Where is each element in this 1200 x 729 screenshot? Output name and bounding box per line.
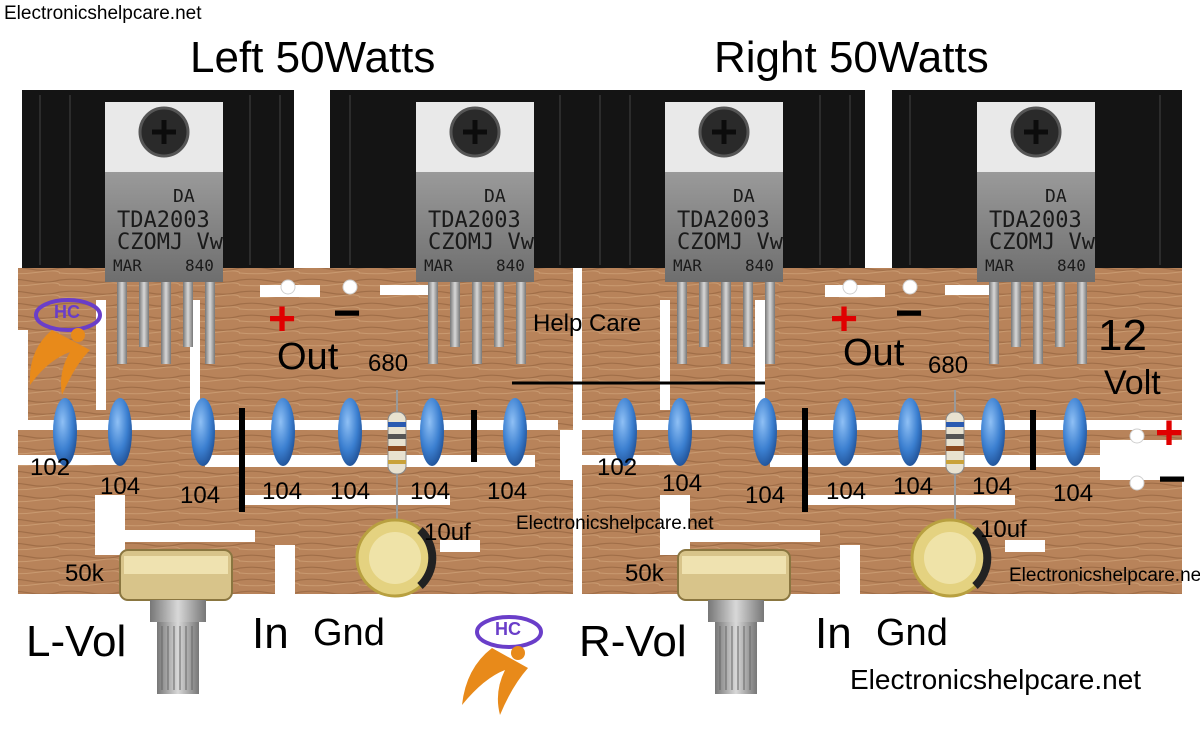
ic-marking-text: CZOMJ Vw — [428, 230, 534, 255]
left-volume-label: L-Vol — [26, 617, 127, 666]
ic-marking-text: CZOMJ Vw — [117, 230, 223, 255]
right-ground-label: Gnd — [876, 612, 948, 654]
ic-chips — [105, 102, 1095, 364]
ceramic-capacitor — [981, 398, 1005, 466]
solder-pads — [280, 279, 1145, 491]
left-potentiometer — [119, 549, 233, 694]
right-input-label: In — [815, 609, 852, 658]
left-c104-e-label: 104 — [410, 478, 451, 505]
left-c104-a-label: 104 — [100, 473, 141, 500]
supply-minus: − — [1158, 453, 1187, 506]
ceramic-capacitor — [753, 398, 777, 466]
ic-chip — [416, 102, 534, 364]
right-out-plus: + — [830, 293, 859, 346]
ic-marking-text: 840 — [185, 256, 214, 275]
ic-marking-text: CZOMJ Vw — [989, 230, 1095, 255]
right-electrolytic-10uf — [910, 518, 992, 598]
bridge-label: Help Care — [533, 310, 642, 337]
left-c104-d-label: 104 — [330, 478, 371, 505]
left-c104-f-label: 104 — [487, 478, 528, 505]
ic-chip — [105, 102, 223, 364]
left-input-label: In — [252, 609, 289, 658]
right-out-minus: − — [895, 287, 924, 340]
ic-marking-text: MAR — [985, 256, 1014, 275]
ceramic-capacitor — [503, 398, 527, 466]
right-cap10-label: 10uf — [980, 516, 1027, 543]
heatsink-fins — [39, 95, 1161, 265]
site-watermark-top: Electronicshelpcare.net — [4, 3, 202, 24]
ic-marking-text: DA — [173, 186, 195, 207]
jumper-wires — [239, 408, 1036, 512]
ceramic-capacitor — [833, 398, 857, 466]
left-out-plus: + — [268, 293, 297, 346]
right-c104-d-label: 104 — [893, 473, 934, 500]
ic-marking-text: MAR — [424, 256, 453, 275]
ehc-logo-bottom — [462, 615, 543, 715]
supply-voltage-unit: Volt — [1104, 364, 1161, 402]
ic-chip — [977, 102, 1095, 364]
left-pot-label: 50k — [65, 560, 104, 587]
right-volume-label: R-Vol — [579, 617, 687, 666]
right-out-label: Out — [843, 332, 905, 374]
left-c102-label: 102 — [30, 454, 71, 481]
left-electrolytic-10uf — [355, 518, 437, 598]
right-c104-a-label: 104 — [662, 470, 703, 497]
ic-marking-text: MAR — [673, 256, 702, 275]
ic-marking-text: TDA2003 — [989, 208, 1082, 233]
ic-marking-text: DA — [1045, 186, 1067, 207]
ic-marking-text: MAR — [113, 256, 142, 275]
left-channel-title: Left 50Watts — [190, 33, 436, 82]
supply-plus: + — [1155, 407, 1184, 460]
ceramic-capacitor — [271, 398, 295, 466]
supply-voltage-value: 12 — [1098, 311, 1147, 360]
watermark-center: Electronicshelpcare.net — [516, 513, 714, 534]
left-out-label: Out — [277, 336, 339, 378]
left-c104-c-label: 104 — [262, 478, 303, 505]
right-channel-title: Right 50Watts — [714, 33, 989, 82]
watermark-bottom: Electronicshelpcare.net — [850, 664, 1142, 695]
ic-chip — [665, 102, 783, 364]
ic-marking-text: CZOMJ Vw — [677, 230, 783, 255]
left-cap10-label: 10uf — [424, 519, 471, 546]
logo-text-top: HC — [54, 302, 80, 322]
left-resistor-680 — [387, 390, 407, 520]
right-c104-b-label: 104 — [745, 482, 786, 509]
ceramic-capacitor — [898, 398, 922, 466]
right-resistor-label: 680 — [928, 352, 969, 379]
ceramic-capacitor — [108, 398, 132, 466]
ehc-logo-top-left — [29, 298, 102, 395]
ic-marking-text: 840 — [496, 256, 525, 275]
right-potentiometer — [677, 549, 791, 694]
ic-marking-text: 840 — [745, 256, 774, 275]
right-tracks — [582, 285, 1182, 595]
ceramic-capacitor — [668, 398, 692, 466]
ic-marking-text: TDA2003 — [117, 208, 210, 233]
ic-marking-text: DA — [484, 186, 506, 207]
right-c102-label: 102 — [597, 454, 638, 481]
ic-marking-text: TDA2003 — [428, 208, 521, 233]
logo-text-bottom: HC — [495, 619, 521, 639]
ceramic-capacitor — [613, 398, 637, 466]
left-resistor-label: 680 — [368, 350, 409, 377]
left-c104-b-label: 104 — [180, 482, 221, 509]
right-pot-label: 50k — [625, 560, 664, 587]
watermark-right-board: Electronicshelpcare.net — [1009, 565, 1200, 586]
ceramic-capacitor — [1063, 398, 1087, 466]
ic-marking-text: 840 — [1057, 256, 1086, 275]
right-c104-e-label: 104 — [972, 473, 1013, 500]
ceramic-capacitor — [338, 398, 362, 466]
right-resistor-680 — [945, 390, 965, 520]
ceramic-capacitors — [53, 398, 1087, 466]
ceramic-capacitor — [53, 398, 77, 466]
right-c104-f-label: 104 — [1053, 480, 1094, 507]
ceramic-capacitor — [420, 398, 444, 466]
left-out-minus: − — [333, 287, 362, 340]
right-c104-c-label: 104 — [826, 478, 867, 505]
ic-marking-text: TDA2003 — [677, 208, 770, 233]
left-ground-label: Gnd — [313, 612, 385, 654]
ceramic-capacitor — [191, 398, 215, 466]
ic-marking-text: DA — [733, 186, 755, 207]
